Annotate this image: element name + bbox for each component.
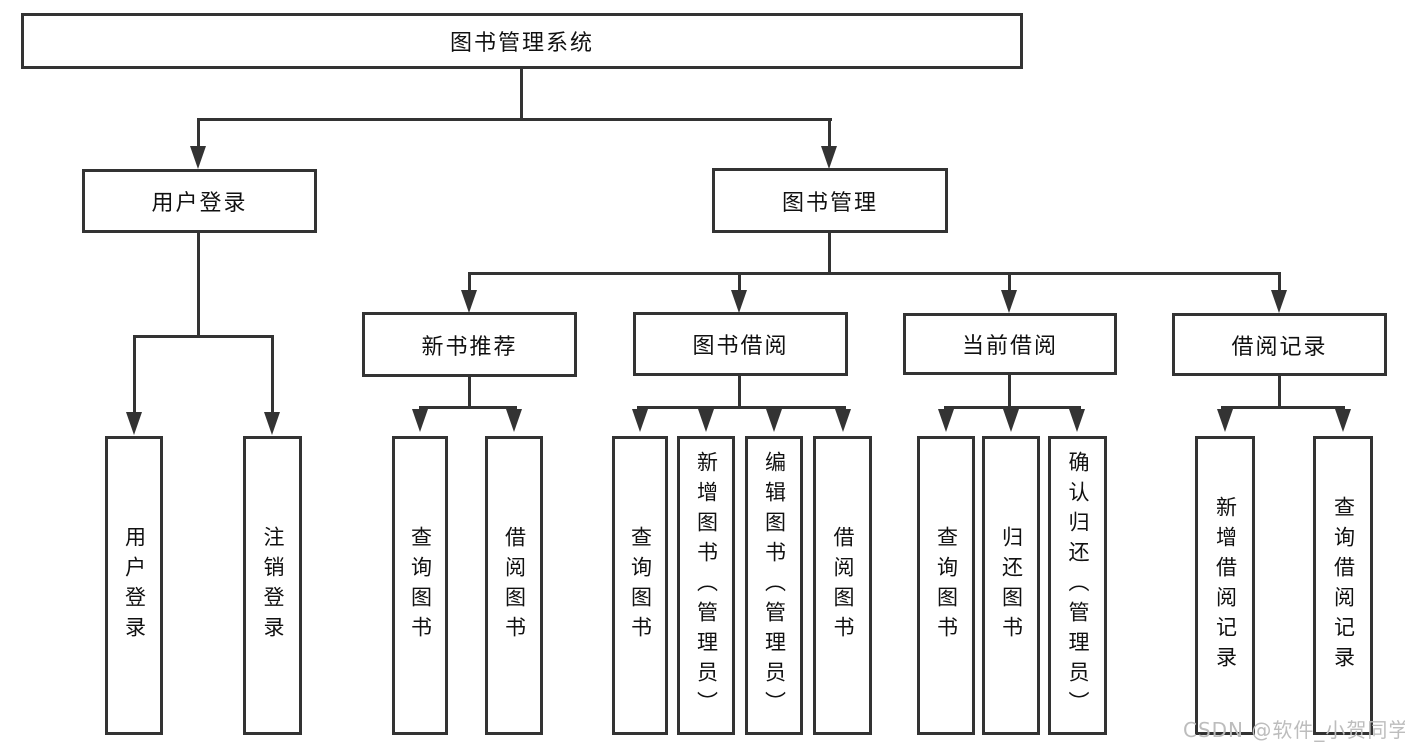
node-user-login: 用户登录 xyxy=(82,169,317,233)
arrow-down-icon xyxy=(1335,409,1351,432)
connector xyxy=(419,406,517,409)
leaf-query-borrow-record-label: 查询借阅记录 xyxy=(1331,495,1356,676)
leaf-query-books-borrow-label: 查询图书 xyxy=(628,525,653,646)
leaf-query-borrow-record: 查询借阅记录 xyxy=(1313,436,1373,735)
arrow-down-icon xyxy=(1069,409,1085,432)
leaf-query-books-recommend: 查询图书 xyxy=(392,436,448,735)
connector xyxy=(1278,274,1281,292)
node-book-borrow-label: 图书借阅 xyxy=(692,334,789,359)
leaf-query-books-current: 查询图书 xyxy=(917,436,975,735)
connector xyxy=(1008,375,1011,409)
leaf-borrow-books-recommend: 借阅图书 xyxy=(485,436,543,735)
connector xyxy=(1221,406,1345,409)
connector xyxy=(944,406,1081,409)
leaf-return-books-label: 归还图书 xyxy=(999,525,1024,646)
leaf-query-books-recommend-label: 查询图书 xyxy=(408,525,433,646)
connector xyxy=(197,232,200,337)
connector xyxy=(738,274,741,292)
arrow-down-icon xyxy=(1001,290,1017,313)
connector xyxy=(133,335,274,338)
leaf-query-books-borrow: 查询图书 xyxy=(612,436,668,735)
arrow-down-icon xyxy=(190,146,206,169)
leaf-edit-books-admin-label: 编辑图书（管理员） xyxy=(762,450,787,721)
node-borrow-record-label: 借阅记录 xyxy=(1231,334,1328,360)
arrow-down-icon xyxy=(461,290,477,313)
arrow-down-icon xyxy=(698,409,714,432)
node-new-book-recommend: 新书推荐 xyxy=(362,312,577,377)
connector xyxy=(828,232,831,275)
connector xyxy=(1008,274,1011,292)
leaf-user-login: 用户登录 xyxy=(105,436,163,735)
leaf-borrow-books-recommend-label: 借阅图书 xyxy=(502,525,527,646)
connector xyxy=(197,120,200,150)
connector xyxy=(1278,376,1281,409)
connector xyxy=(738,375,741,409)
arrow-down-icon xyxy=(731,290,747,313)
connector xyxy=(197,118,832,121)
node-user-login-label: 用户登录 xyxy=(151,191,248,216)
leaf-edit-books-admin: 编辑图书（管理员） xyxy=(745,436,803,735)
node-current-borrow: 当前借阅 xyxy=(903,313,1117,375)
leaf-logout: 注销登录 xyxy=(243,436,302,735)
leaf-logout-label: 注销登录 xyxy=(261,525,285,646)
arrow-down-icon xyxy=(821,146,837,169)
arrow-down-icon xyxy=(1003,409,1019,432)
leaf-add-books-admin-label: 新增图书（管理员） xyxy=(694,450,719,721)
leaf-return-books: 归还图书 xyxy=(982,436,1040,735)
arrow-down-icon xyxy=(264,412,280,435)
arrow-down-icon xyxy=(126,412,142,435)
arrow-down-icon xyxy=(766,409,782,432)
node-root: 图书管理系统 xyxy=(21,13,1023,69)
leaf-add-borrow-record-label: 新增借阅记录 xyxy=(1213,495,1238,676)
arrow-down-icon xyxy=(506,409,522,432)
node-borrow-record: 借阅记录 xyxy=(1172,313,1387,376)
connector xyxy=(468,272,1281,275)
node-root-label: 图书管理系统 xyxy=(449,31,594,56)
leaf-add-borrow-record: 新增借阅记录 xyxy=(1195,436,1255,735)
arrow-down-icon xyxy=(938,409,954,432)
csdn-watermark: CSDN @软件_小贺同学 xyxy=(1183,718,1405,742)
node-current-borrow-label: 当前借阅 xyxy=(961,334,1058,359)
connector xyxy=(828,120,831,150)
connector xyxy=(637,406,846,409)
connector xyxy=(468,377,471,409)
leaf-query-books-current-label: 查询图书 xyxy=(934,525,959,646)
leaf-confirm-return-admin-label: 确认归还（管理员） xyxy=(1066,450,1090,721)
leaf-add-books-admin: 新增图书（管理员） xyxy=(677,436,735,735)
leaf-user-login-label: 用户登录 xyxy=(122,525,147,646)
connector xyxy=(520,68,523,120)
arrow-down-icon xyxy=(1271,290,1287,313)
connector xyxy=(133,337,136,415)
arrow-down-icon xyxy=(835,409,851,432)
arrow-down-icon xyxy=(1217,409,1233,432)
leaf-borrow-books-label: 借阅图书 xyxy=(831,525,855,646)
node-book-management: 图书管理 xyxy=(712,168,948,233)
arrow-down-icon xyxy=(412,409,428,432)
leaf-borrow-books: 借阅图书 xyxy=(813,436,872,735)
connector xyxy=(271,337,274,415)
node-new-book-recommend-label: 新书推荐 xyxy=(421,334,518,360)
node-book-borrow: 图书借阅 xyxy=(633,312,848,376)
connector xyxy=(468,274,471,292)
arrow-down-icon xyxy=(632,409,648,432)
node-book-management-label: 图书管理 xyxy=(781,190,878,216)
leaf-confirm-return-admin: 确认归还（管理员） xyxy=(1048,436,1107,735)
